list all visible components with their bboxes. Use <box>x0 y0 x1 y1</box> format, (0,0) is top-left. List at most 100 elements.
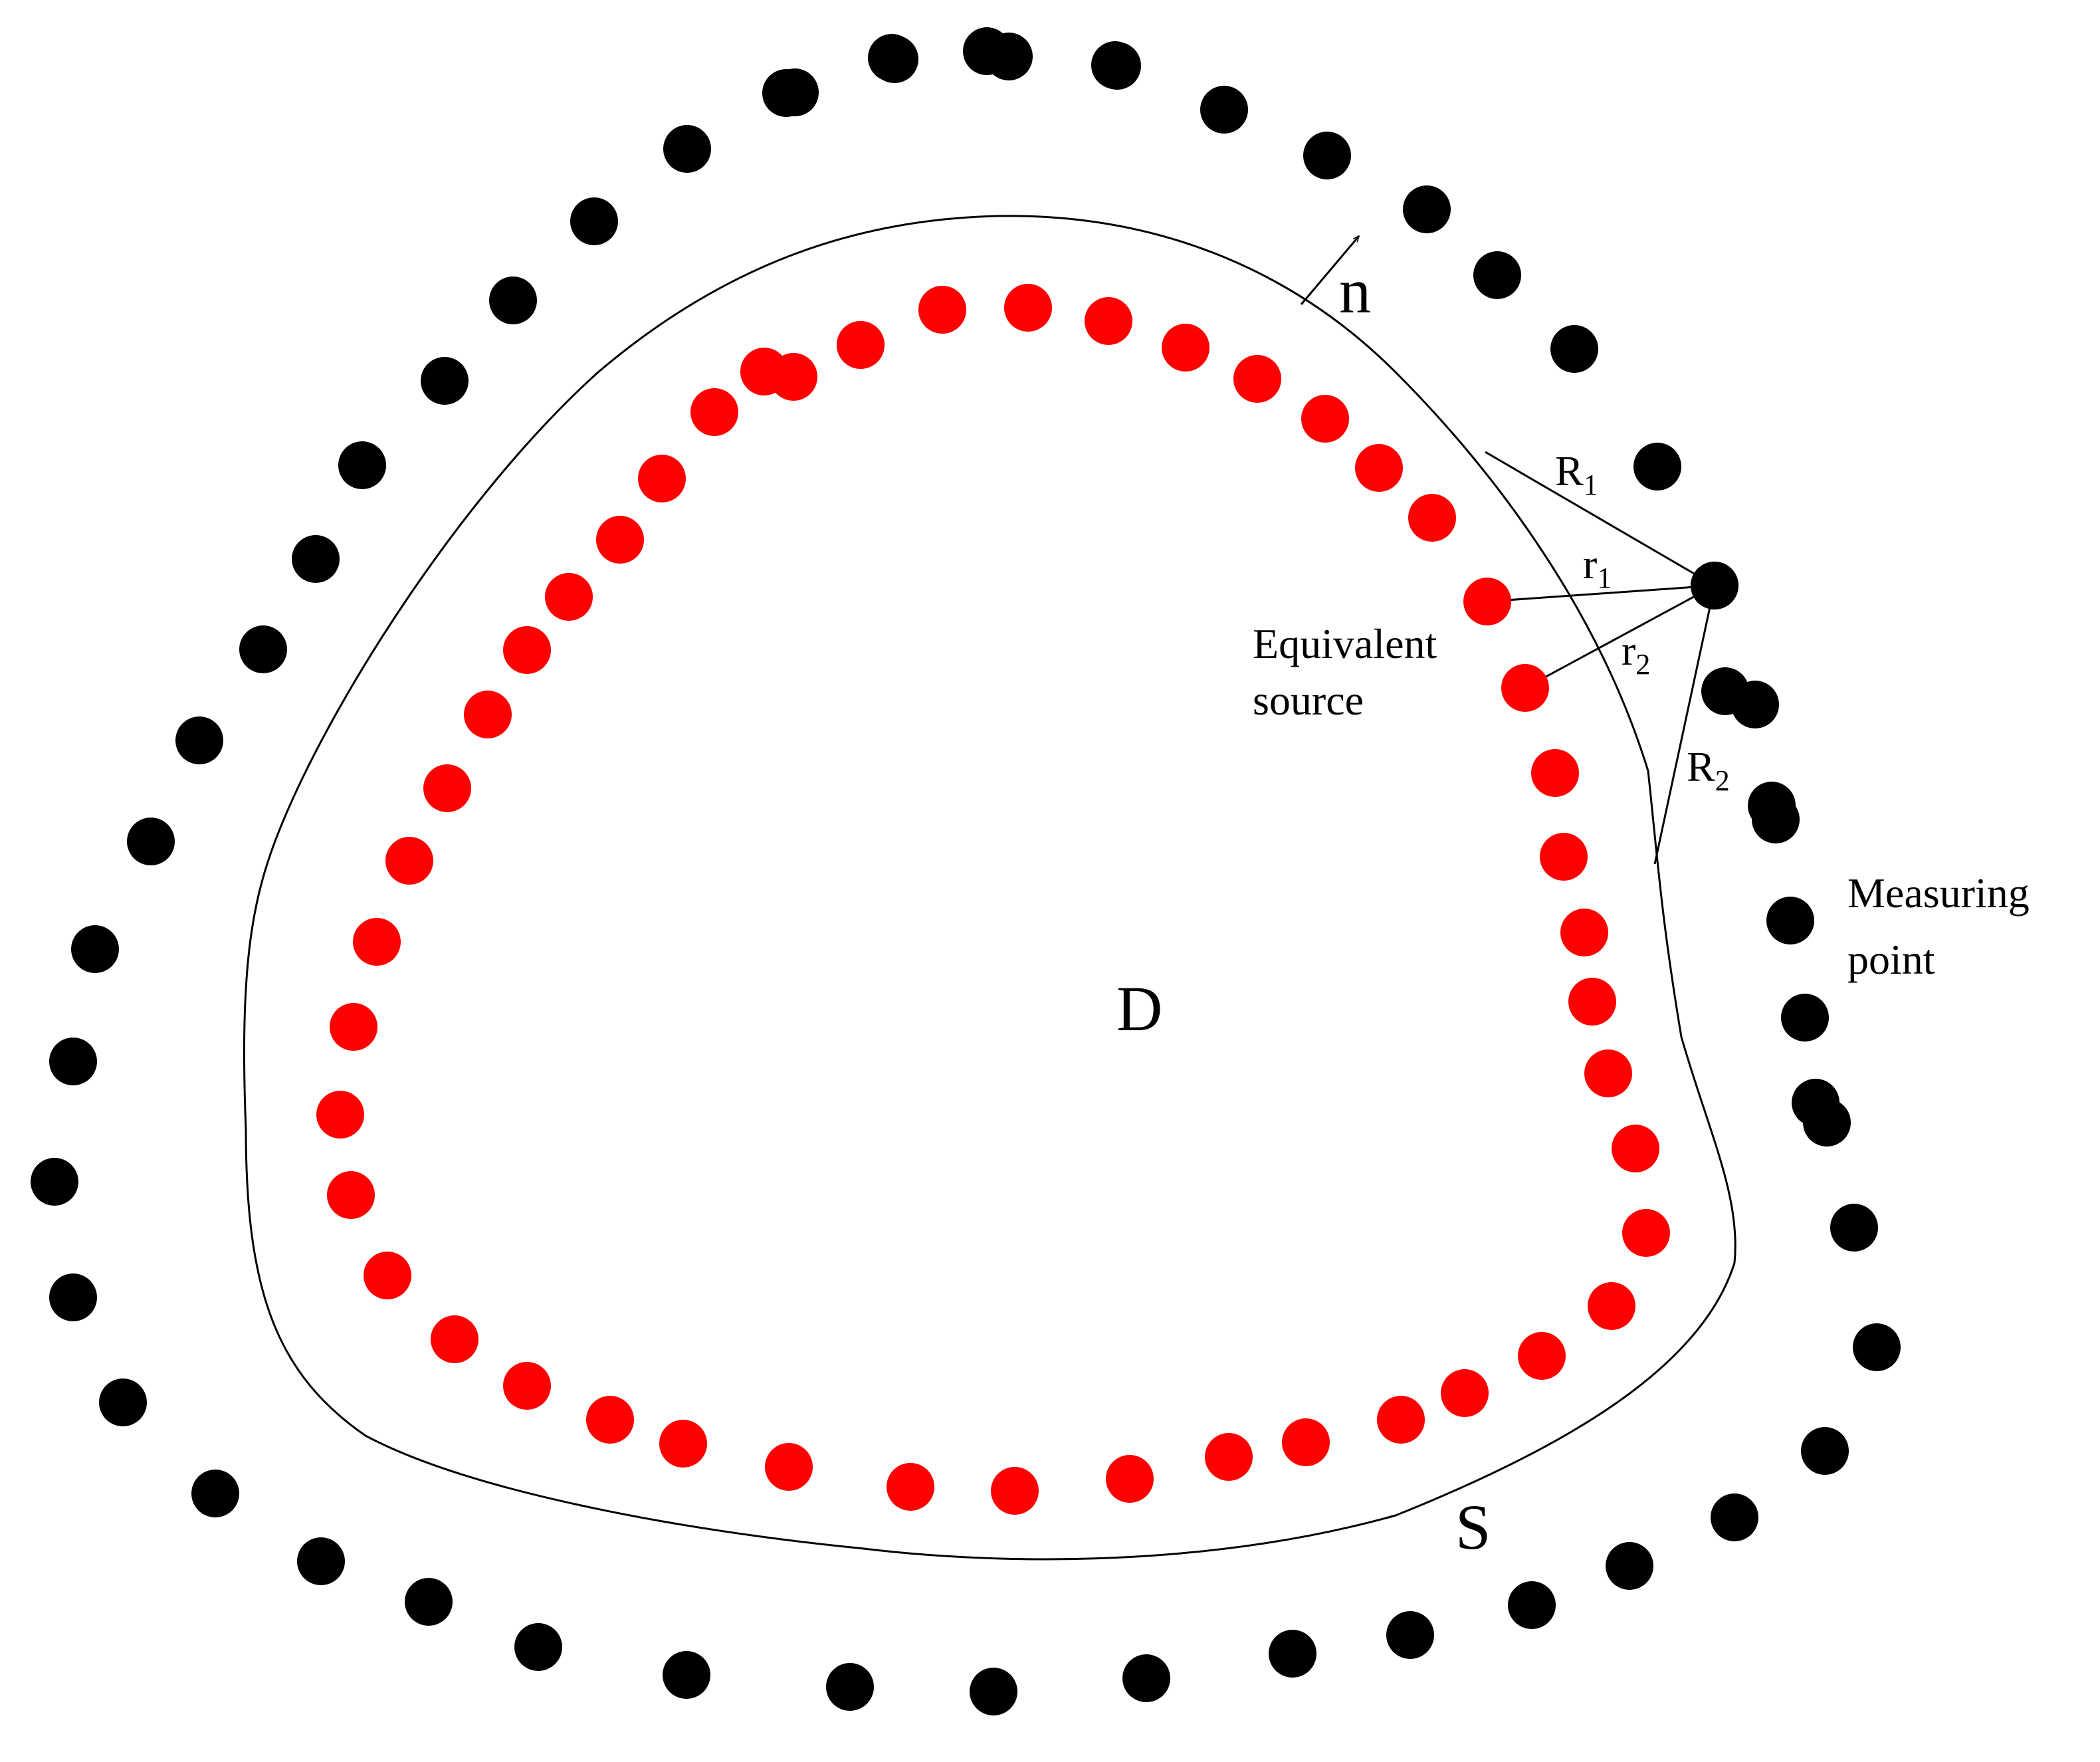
measuring-point-9 <box>1633 443 1681 491</box>
measuring-point-28 <box>514 1623 562 1671</box>
label-r2-sub: 2 <box>1635 648 1650 681</box>
measuring-point-30 <box>297 1537 345 1585</box>
equivalent-source-22 <box>1377 1396 1425 1444</box>
equivalent-source-5 <box>1162 324 1209 372</box>
equivalent-source-25 <box>1106 1455 1154 1503</box>
measuring-point-24 <box>1122 1654 1170 1702</box>
measuring-point-33 <box>49 1273 97 1321</box>
equivalent-source-27 <box>887 1463 934 1511</box>
label-n: n <box>1339 255 1371 326</box>
equivalent-source-21 <box>1441 1369 1489 1417</box>
measuring-point-51 <box>1701 667 1749 715</box>
equivalent-source-6 <box>1233 355 1281 403</box>
equivalent-source-3 <box>1004 284 1052 332</box>
measuring-point-49 <box>1093 42 1141 90</box>
measuring-point-52 <box>1748 782 1796 829</box>
measuring-point-4 <box>1200 86 1248 134</box>
equivalent-source-14 <box>1560 909 1608 956</box>
equivalent-source-29 <box>659 1420 707 1468</box>
label-R1-sub: 1 <box>1584 469 1598 501</box>
line-r2 <box>1524 584 1715 689</box>
label-R1: R1 <box>1555 447 1598 501</box>
measuring-point-53 <box>1792 1079 1839 1127</box>
label-r2-base: r <box>1622 627 1635 674</box>
measuring-point-20 <box>1606 1542 1653 1590</box>
measuring-point-25 <box>970 1668 1017 1715</box>
label-R2-sub: 2 <box>1715 764 1730 797</box>
line-r1 <box>1487 584 1715 603</box>
equivalent-source-42 <box>545 573 593 621</box>
equivalent-source-4 <box>1085 297 1132 345</box>
label-S: S <box>1455 1491 1491 1563</box>
equivalent-source-32 <box>431 1315 478 1363</box>
measuring-point-45 <box>663 125 711 173</box>
measuring-point-43 <box>489 276 537 324</box>
line-R2 <box>1653 585 1716 865</box>
label-equivalent-source: Equivalent source <box>1253 620 1447 724</box>
equivalent-source-48 <box>837 321 885 369</box>
equivalent-source-28 <box>765 1443 813 1491</box>
equivalent-source-40 <box>464 691 512 738</box>
label-equivalent-source-line2: source <box>1253 677 1364 724</box>
equivalent-sources <box>316 284 1670 1515</box>
measuring-point-13 <box>1766 897 1814 944</box>
equivalent-source-33 <box>364 1252 411 1299</box>
measuring-point-40 <box>292 535 340 583</box>
measuring-point-34 <box>31 1158 78 1206</box>
measuring-points <box>31 27 1901 1715</box>
measuring-point-23 <box>1269 1630 1316 1678</box>
label-measuring-point-line2: point <box>1847 936 1935 983</box>
measuring-point-26 <box>826 1663 874 1711</box>
measuring-point-31 <box>191 1470 239 1517</box>
equivalent-source-49 <box>918 286 966 334</box>
equivalent-source-17 <box>1612 1125 1659 1172</box>
distance-lines <box>1485 451 1716 865</box>
measuring-point-19 <box>1711 1493 1758 1541</box>
equivalent-source-18 <box>1622 1209 1670 1257</box>
equivalent-source-36 <box>330 1003 377 1051</box>
highlighted-measuring-point <box>1691 562 1738 609</box>
measuring-point-7 <box>1473 251 1521 299</box>
equivalent-source-20 <box>1518 1332 1566 1380</box>
label-r2: r2 <box>1622 627 1650 681</box>
label-R2-base: R <box>1687 743 1715 790</box>
label-equivalent-source-line1: Equivalent <box>1253 620 1437 667</box>
equivalent-source-8 <box>1355 444 1403 492</box>
measuring-point-41 <box>338 441 386 489</box>
measuring-point-8 <box>1550 325 1598 373</box>
measuring-point-47 <box>963 27 1011 75</box>
equivalent-source-44 <box>638 455 686 502</box>
label-r1-base: r <box>1583 540 1597 588</box>
equivalent-source-38 <box>385 837 433 885</box>
measuring-point-38 <box>175 716 223 764</box>
equivalent-source-16 <box>1584 1049 1632 1097</box>
surface-boundary <box>243 215 1736 1561</box>
measuring-point-37 <box>127 818 175 865</box>
equivalent-source-11 <box>1501 664 1549 712</box>
measuring-point-6 <box>1403 185 1451 233</box>
equivalent-source-23 <box>1282 1418 1330 1466</box>
label-r1: r1 <box>1583 540 1612 594</box>
label-R1-base: R <box>1555 447 1584 495</box>
equivalent-source-26 <box>991 1467 1039 1515</box>
equivalent-source-30 <box>586 1396 634 1444</box>
equivalent-source-15 <box>1568 978 1616 1026</box>
equivalent-source-45 <box>690 388 738 436</box>
measuring-point-18 <box>1801 1427 1849 1475</box>
measuring-point-17 <box>1853 1323 1901 1371</box>
equivalent-source-12 <box>1531 749 1579 797</box>
measuring-point-35 <box>49 1038 97 1085</box>
measuring-point-29 <box>405 1578 453 1626</box>
label-measuring-point: Measuring point <box>1847 869 2040 983</box>
equivalent-source-10 <box>1463 578 1511 625</box>
measuring-point-22 <box>1386 1611 1434 1659</box>
equivalent-source-24 <box>1205 1433 1253 1481</box>
equivalent-source-19 <box>1588 1282 1635 1330</box>
label-measuring-point-line1: Measuring <box>1847 869 2030 917</box>
label-R2: R2 <box>1687 743 1730 797</box>
equivalent-source-43 <box>596 516 644 564</box>
normal-arrow <box>1300 236 1359 305</box>
measuring-point-48 <box>868 34 916 82</box>
measuring-point-27 <box>663 1651 710 1699</box>
